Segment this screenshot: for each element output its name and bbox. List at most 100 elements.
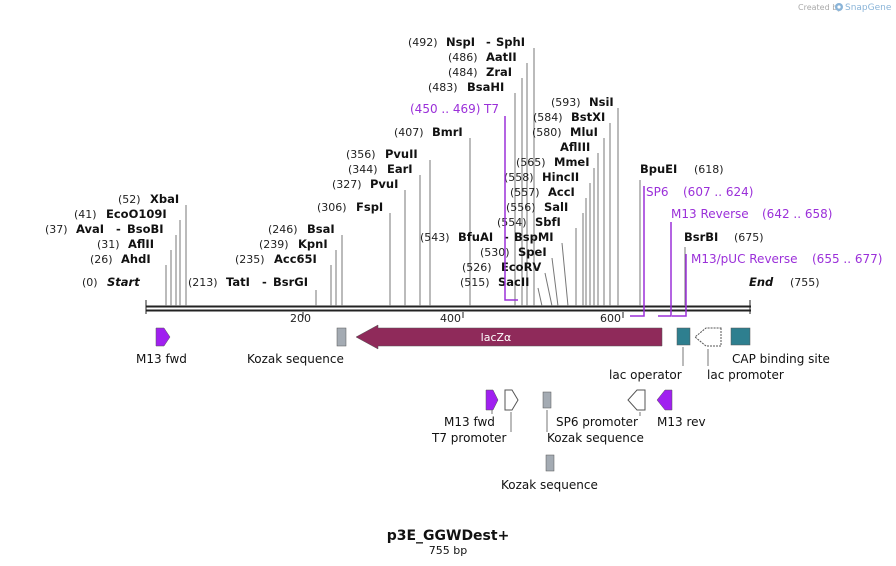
site-pos: (344) <box>348 163 378 176</box>
primer-range: (642 .. 658) <box>762 207 832 221</box>
site-pos: (526) <box>462 261 492 274</box>
primer-name: T7 <box>483 102 499 116</box>
site-name: BspMI <box>514 230 554 244</box>
feature-label: lac operator <box>609 368 682 382</box>
site-name: BsrBI <box>684 230 718 244</box>
site-name: AflIII <box>560 140 590 154</box>
site-pos: (530) <box>480 246 510 259</box>
site-name: AhdI <box>121 252 151 266</box>
site-pos: (557) <box>510 186 540 199</box>
site-pos: (31) <box>97 238 120 251</box>
site-separator: - <box>486 35 491 49</box>
site-pos: (235) <box>235 253 265 266</box>
site-pos: (515) <box>460 276 490 289</box>
site-pos: (554) <box>497 216 527 229</box>
site-name: AccI <box>548 185 575 199</box>
site-name: XbaI <box>150 192 179 206</box>
kozak-box-icon <box>336 327 347 347</box>
site-name: BsaHI <box>467 80 504 94</box>
site-name: SphI <box>496 35 525 49</box>
primer-t7-marker <box>504 116 518 301</box>
features: M13 fwd Kozak sequence lacZα lac operato… <box>136 324 830 492</box>
end-position: (755) <box>790 276 820 289</box>
snapgene-logo-icon <box>835 3 843 11</box>
primer-m13-puc-reverse-marker <box>672 254 687 317</box>
site-name: SacII <box>498 275 529 289</box>
site-name: BpuEI <box>640 162 677 176</box>
site-pos: (246) <box>268 223 298 236</box>
site-pos: (492) <box>408 36 438 49</box>
feature-label: T7 promoter <box>431 431 507 445</box>
t7-promoter-arrow-icon <box>504 389 519 411</box>
primer-name: SP6 <box>646 185 669 199</box>
site-pos: (306) <box>317 201 347 214</box>
credit-text: Created by <box>798 3 842 12</box>
leader-sacii <box>537 287 543 307</box>
primers: (450 .. 469) T7 SP6 (607 .. 624) M13 Rev… <box>410 102 882 317</box>
ruler-label-200: 200 <box>290 312 311 325</box>
site-name: TatI <box>226 275 250 289</box>
feature-label: M13 fwd <box>136 352 187 366</box>
sp6-promoter-arrow-icon <box>627 389 646 411</box>
site-name: SalI <box>544 200 568 214</box>
site-name: FspI <box>356 200 383 214</box>
end-label: End <box>749 275 774 289</box>
map-length: 755 bp <box>429 544 467 557</box>
site-pos: (52) <box>118 193 141 206</box>
site-name: PvuII <box>385 147 418 161</box>
site-name: NsiI <box>589 95 614 109</box>
site-separator: - <box>116 222 121 236</box>
site-separator: - <box>504 230 509 244</box>
site-pos: (483) <box>428 81 458 94</box>
ruler-label-400: 400 <box>440 312 461 325</box>
lacz-alpha-label: lacZα <box>481 331 512 344</box>
primer-name: M13/pUC Reverse <box>691 252 798 266</box>
site-name: EcoRV <box>501 260 541 274</box>
site-name: NspI <box>446 35 475 49</box>
feature-label: Kozak sequence <box>547 431 644 445</box>
site-name: ZraI <box>486 65 512 79</box>
enzyme-sites: (492) NspI - SphI (486) AatII (484) ZraI… <box>45 35 764 289</box>
site-pos: (213) <box>188 276 218 289</box>
site-pos: (543) <box>420 231 450 244</box>
leader-ecorv <box>544 272 553 307</box>
feature-label: Kozak sequence <box>247 352 344 366</box>
site-name: BmrI <box>432 125 463 139</box>
start-label: Start <box>107 275 140 289</box>
leader-spei <box>551 257 559 307</box>
site-leaders <box>165 48 686 307</box>
site-name: AflII <box>128 237 154 251</box>
site-pos: (565) <box>516 156 546 169</box>
site-name: BfuAI <box>458 230 493 244</box>
site-name: MluI <box>570 125 598 139</box>
site-name: BsrGI <box>273 275 308 289</box>
site-pos: (484) <box>448 66 478 79</box>
feature-label: SP6 promoter <box>556 415 638 429</box>
site-name: KpnI <box>298 237 328 251</box>
cap-binding-site-box-icon <box>730 327 751 346</box>
lac-operator-box-icon <box>676 327 691 346</box>
site-pos: (356) <box>346 148 376 161</box>
primer-range: (607 .. 624) <box>683 185 753 199</box>
start-position: (0) <box>82 276 98 289</box>
site-name: AatII <box>486 50 517 64</box>
map-title: p3E_GGWDest+ <box>387 528 510 544</box>
site-pos: (593) <box>551 96 581 109</box>
site-pos: (239) <box>259 238 289 251</box>
site-pos: (37) <box>45 223 68 236</box>
m13-rev-arrow-icon <box>656 389 673 411</box>
m13-fwd-arrow-icon <box>155 327 171 347</box>
brand-text: SnapGene <box>845 3 892 13</box>
site-name: SbfI <box>535 215 561 229</box>
site-pos: (407) <box>394 126 424 139</box>
site-name: Acc65I <box>274 252 317 266</box>
primer-sp6-marker <box>630 186 645 317</box>
lacz-alpha-arrow-icon <box>355 324 663 350</box>
site-name: SpeI <box>518 245 547 259</box>
site-name: PvuI <box>370 177 398 191</box>
primer-range: (655 .. 677) <box>812 252 882 266</box>
site-pos: (584) <box>533 111 563 124</box>
site-name: BsoBI <box>127 222 164 236</box>
feature-label: CAP binding site <box>732 352 830 366</box>
